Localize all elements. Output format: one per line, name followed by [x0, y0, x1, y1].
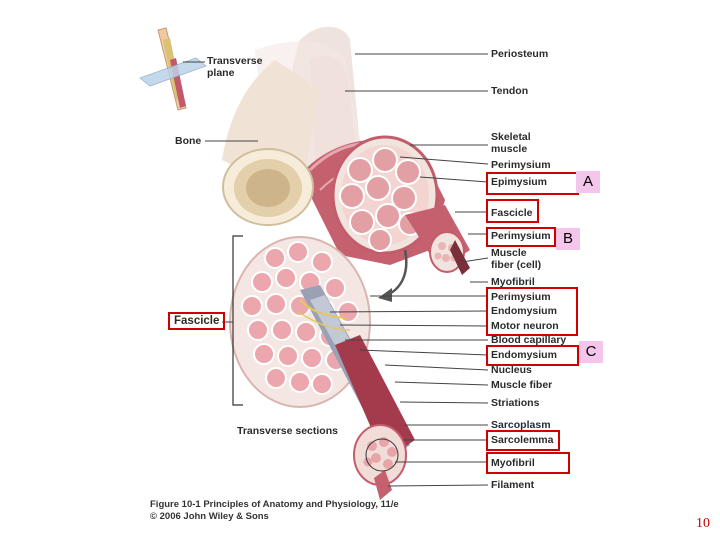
label-transverse-sections: Transverse sections: [237, 425, 338, 437]
label-perimysium-3: Perimysium: [491, 291, 551, 303]
label-myofibril-2: Myofibril: [491, 457, 535, 469]
label-fascicle-right: Fascicle: [491, 207, 533, 219]
muscle-fiber-drawing: [297, 285, 415, 500]
label-transverse-plane: Transverse plane: [207, 55, 263, 79]
caption-line-1: Figure 10-1 Principles of Anatomy and Ph…: [150, 499, 399, 510]
highlight-box-endomysium: [486, 345, 579, 366]
label-muscle-fiber: Muscle fiber: [491, 379, 553, 391]
label-myofibril-1: Myofibril: [491, 276, 535, 288]
label-endomysium-2: Endomysium: [491, 349, 557, 361]
label-filament: Filament: [491, 479, 535, 491]
label-skeletal-muscle: Skeletal muscle: [491, 131, 531, 155]
label-sarcolemma: Sarcolemma: [491, 434, 554, 446]
label-fascicle-left: Fascicle: [168, 312, 226, 330]
highlight-box-perimysium: [486, 227, 556, 247]
bone: [222, 60, 320, 226]
caption-line-2: © 2006 John Wiley & Sons: [150, 511, 269, 522]
label-sarcoplasm: Sarcoplasm: [491, 419, 551, 431]
label-perimysium-2: Perimysium: [491, 230, 551, 242]
limb-thumbnail: [139, 27, 207, 111]
highlight-box-sarcolemma: [486, 430, 560, 451]
label-striations: Striations: [491, 397, 540, 409]
label-nucleus: Nucleus: [491, 364, 532, 376]
tag-b: B: [556, 228, 580, 250]
page-number: 10: [696, 516, 710, 531]
label-motor-neuron: Motor neuron: [491, 320, 559, 332]
label-muscle-fiber-cell: Muscle fiber (cell): [491, 247, 542, 271]
sections-bracket: [232, 235, 243, 406]
tag-a: A: [576, 171, 600, 193]
highlight-box-myofibril: [486, 452, 570, 474]
label-bone: Bone: [175, 135, 202, 147]
fascicle-extension: [405, 205, 470, 275]
label-tendon: Tendon: [491, 85, 529, 97]
fascicle-cross-section: [229, 236, 371, 408]
tag-c: C: [579, 341, 603, 363]
label-epimysium: Epimysium: [491, 176, 548, 188]
figure-caption: Figure 10-1 Principles of Anatomy and Ph…: [150, 499, 399, 523]
label-perimysium-1: Perimysium: [491, 159, 551, 171]
label-endomysium-1: Endomysium: [491, 305, 557, 317]
label-blood-capillary: Blood capillary: [491, 334, 567, 346]
highlight-box-fascicle: [486, 199, 539, 223]
highlight-box-perimysium-endomysium-neuron: [486, 287, 578, 336]
highlight-box-epimysium: [486, 172, 579, 195]
label-periosteum: Periosteum: [491, 48, 549, 60]
leader-lines: [183, 53, 489, 487]
